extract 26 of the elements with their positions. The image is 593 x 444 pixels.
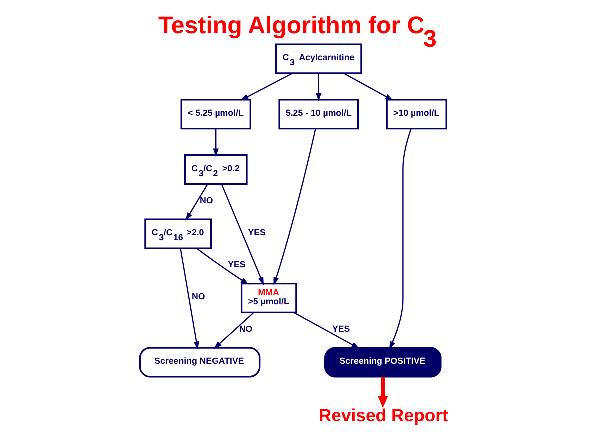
arrow xyxy=(196,248,249,285)
arrow xyxy=(213,312,254,350)
node-box: Screening POSITIVE xyxy=(324,347,442,378)
edge-label: YES xyxy=(332,324,350,334)
edge-label: NO xyxy=(200,195,213,206)
node-box: Screening NEGATIVE xyxy=(138,347,260,378)
edge-label: YES xyxy=(248,227,266,238)
node-text: Revised Report xyxy=(318,406,448,426)
arrow xyxy=(185,184,208,221)
arrow xyxy=(343,72,394,101)
node-box: 5.25 - 10 µmol/L xyxy=(278,99,359,130)
node-box: >10 µmol/L xyxy=(386,99,447,130)
arrow xyxy=(240,72,292,101)
edge-label: NO xyxy=(238,324,252,334)
arrow xyxy=(389,128,412,350)
arrow xyxy=(220,184,264,286)
arrow xyxy=(180,248,199,350)
edge-label: NO xyxy=(192,292,205,302)
arrow xyxy=(377,377,388,408)
node-box: < 5.25 µmol/L xyxy=(180,99,251,130)
node-box: MMA >5 µmol/L xyxy=(240,283,297,314)
arrow xyxy=(293,312,360,349)
arrow xyxy=(212,129,218,157)
arrow xyxy=(316,74,322,102)
edge-label: YES xyxy=(228,260,246,270)
arrow xyxy=(273,128,316,286)
